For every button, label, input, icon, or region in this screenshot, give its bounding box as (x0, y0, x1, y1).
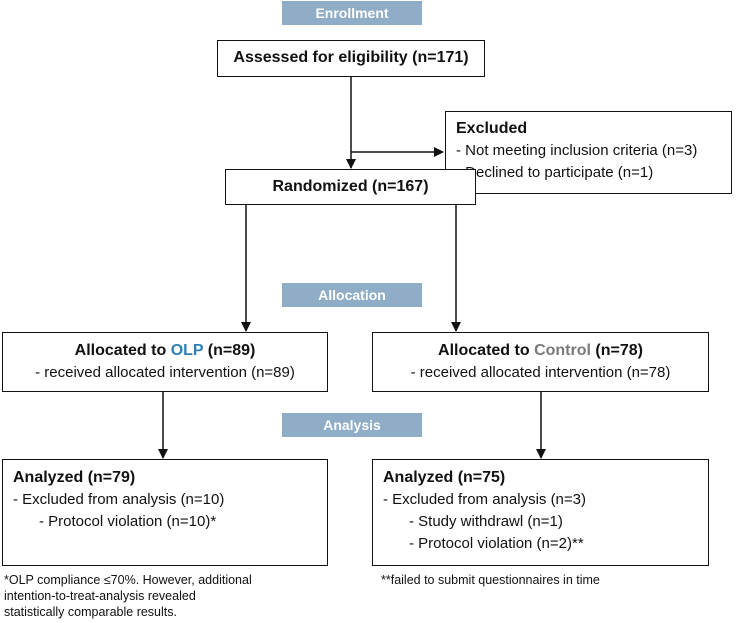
stage-label-allocation: Allocation (282, 283, 422, 307)
randomized-label: Randomized (n=167) (272, 178, 429, 195)
analyzed-control-box: Analyzed (n=75) - Excluded from analysis… (372, 459, 709, 566)
control-group-label: Control (534, 342, 591, 359)
allocated-olp-prefix: Allocated to (74, 342, 171, 359)
footnote-left: *OLP compliance ≤70%. However, additiona… (4, 572, 252, 620)
allocated-control-suffix: (n=78) (590, 342, 643, 359)
allocated-olp-detail: - received allocated intervention (n=89) (35, 364, 295, 381)
analyzed-olp-box: Analyzed (n=79) - Excluded from analysis… (2, 459, 328, 566)
assessed-box: Assessed for eligibility (n=171) (217, 40, 485, 77)
footnote-right: **failed to submit questionnaires in tim… (381, 572, 600, 588)
analyzed-control-subitem: - Protocol violation (n=2)** (409, 535, 584, 552)
footnote-left-line: *OLP compliance ≤70%. However, additiona… (4, 573, 252, 587)
excluded-item: - Declined to participate (n=1) (456, 164, 654, 181)
allocated-olp-box: Allocated to OLP (n=89) - received alloc… (2, 332, 328, 392)
assessed-label: Assessed for eligibility (n=171) (233, 49, 469, 66)
olp-group-label: OLP (170, 342, 204, 359)
excluded-title: Excluded (456, 120, 528, 137)
stage-label-enrollment: Enrollment (282, 1, 422, 25)
allocated-control-title: Allocated to Control (n=78) (373, 340, 708, 362)
stage-label-analysis: Analysis (282, 413, 422, 437)
excluded-box: Excluded - Not meeting inclusion criteri… (445, 111, 732, 194)
analyzed-control-title: Analyzed (n=75) (383, 469, 506, 486)
analyzed-olp-item: - Excluded from analysis (n=10) (13, 491, 225, 508)
analyzed-olp-title: Analyzed (n=79) (13, 469, 136, 486)
allocated-control-detail: - received allocated intervention (n=78) (410, 364, 671, 381)
allocated-control-box: Allocated to Control (n=78) - received a… (372, 332, 709, 392)
allocated-olp-title: Allocated to OLP (n=89) (3, 340, 327, 362)
allocated-control-prefix: Allocated to (438, 342, 535, 359)
footnote-right-line: **failed to submit questionnaires in tim… (381, 573, 600, 587)
footnote-left-line: statistically comparable results. (4, 605, 177, 619)
allocated-olp-suffix: (n=89) (203, 342, 256, 359)
footnote-left-line: intention-to-treat-analysis revealed (4, 589, 196, 603)
analyzed-control-subitem: - Study withdrawl (n=1) (409, 513, 563, 530)
excluded-item: - Not meeting inclusion criteria (n=3) (456, 142, 698, 159)
analyzed-control-item: - Excluded from analysis (n=3) (383, 491, 586, 508)
randomized-box: Randomized (n=167) (225, 169, 476, 205)
analyzed-olp-subitem: - Protocol violation (n=10)* (39, 513, 217, 530)
